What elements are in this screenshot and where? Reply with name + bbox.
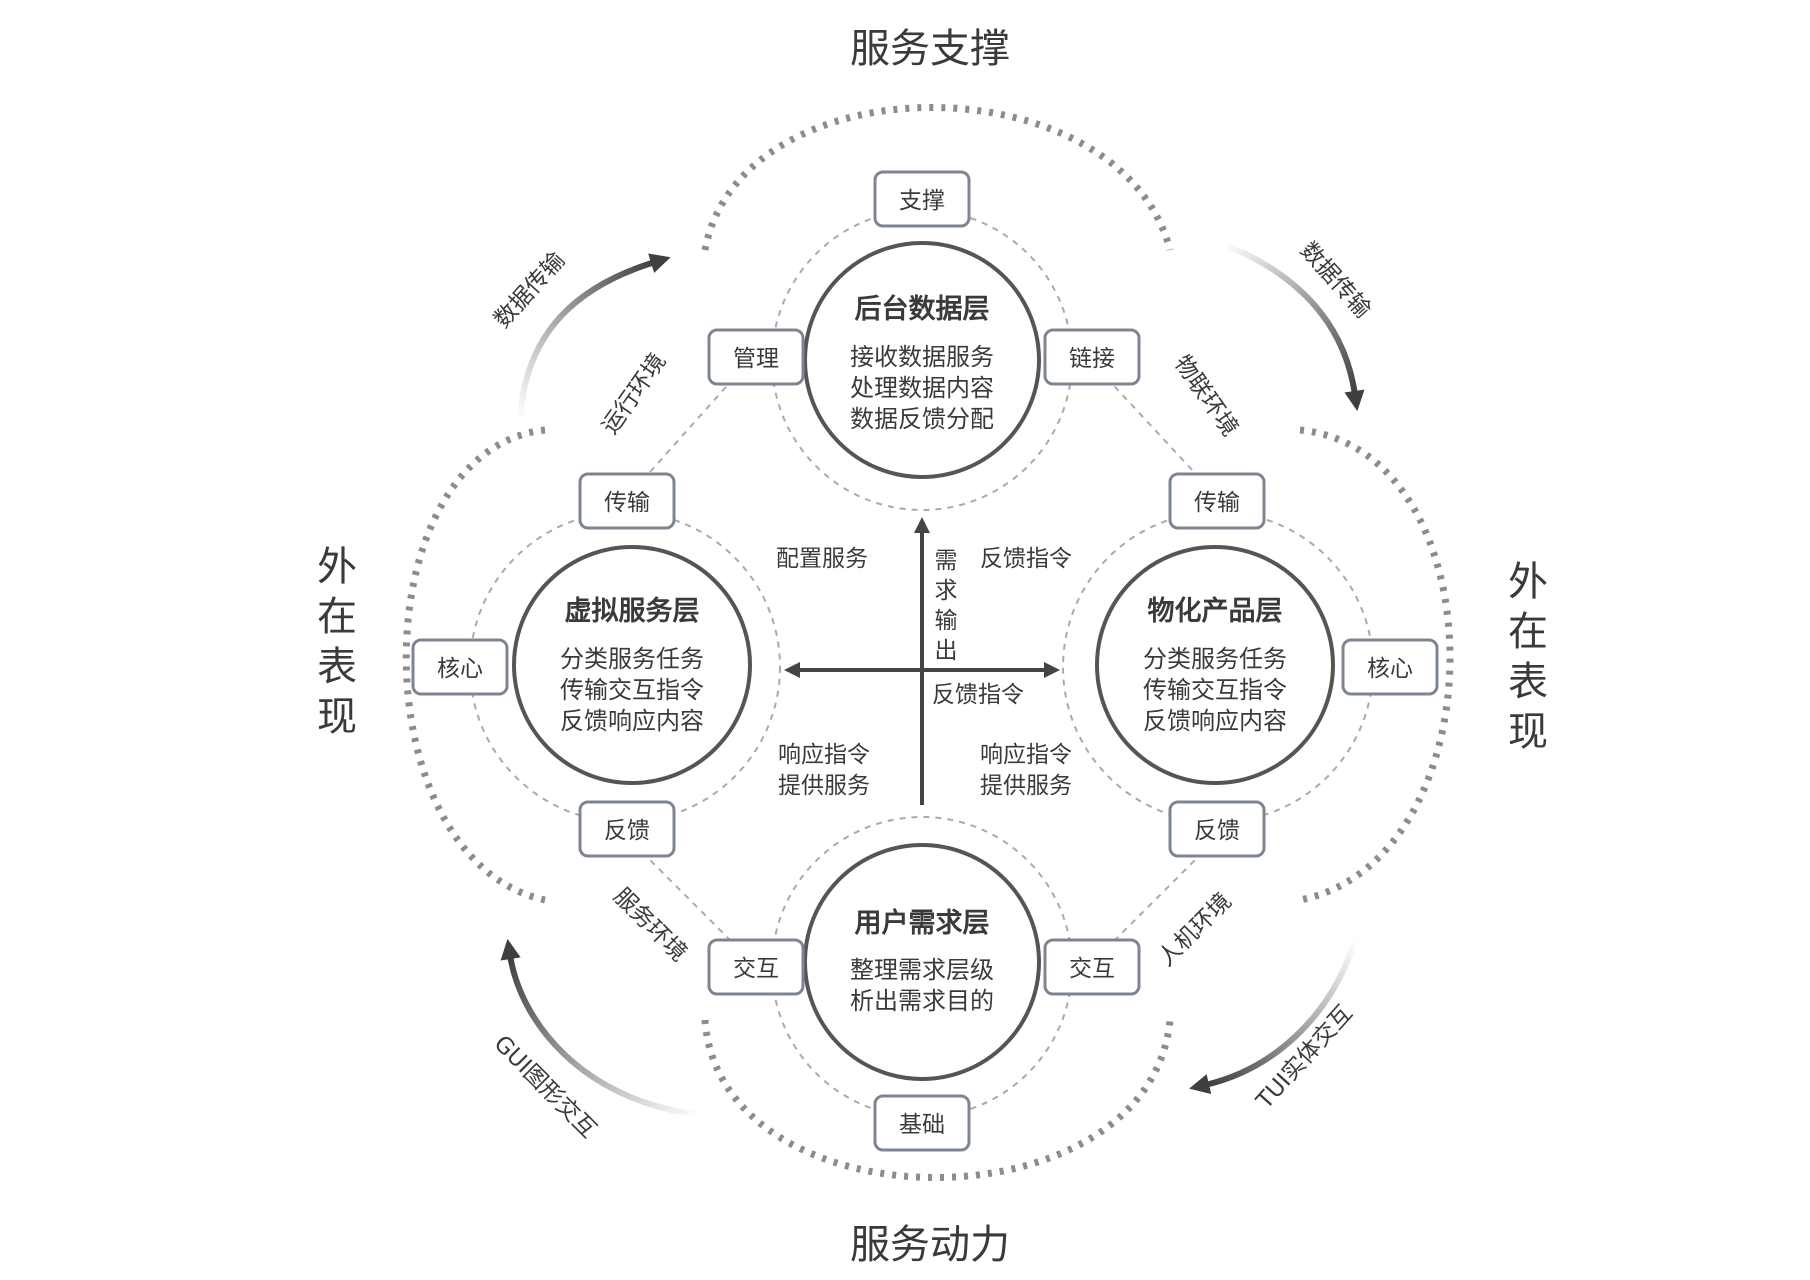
layer-right-title: 物化产品层 [1148, 596, 1283, 627]
outer-label-left: 外在表现 [317, 544, 357, 740]
tag-top-link: 链接 [1043, 328, 1141, 386]
outer-lobe-left [402, 426, 546, 904]
flow-arrow-bottom-left [500, 938, 701, 1118]
center-lower-left-2: 提供服务 [778, 773, 870, 799]
outer-label-bottom: 服务动力 [850, 1222, 1010, 1268]
env-lower-right: 人机环境 [1153, 888, 1236, 971]
tag-top-support-label: 支撑 [899, 188, 945, 214]
layer-bottom: 用户需求层 整理需求层级 析出需求目的 [803, 843, 1041, 1081]
tag-right-feedback-label: 反馈 [1194, 818, 1240, 844]
outer-lobe-top [701, 104, 1174, 251]
tag-bottom-interact-right-label: 交互 [1069, 956, 1115, 982]
layer-right: 物化产品层 分类服务任务 传输交互指令 反馈响应内容 [1095, 545, 1335, 785]
tag-right-transfer-label: 传输 [1194, 490, 1240, 516]
layer-top: 后台数据层 接收数据服务 处理数据内容 数据反馈分配 [803, 241, 1041, 479]
flow-arrow-bottom-right [1189, 939, 1358, 1095]
layer-right-line-2: 传输交互指令 [1143, 676, 1287, 704]
tag-top-link-label: 链接 [1069, 346, 1115, 372]
flow-arrow-top-left [517, 253, 671, 421]
core-circle-left [512, 545, 752, 785]
layer-left: 虚拟服务层 分类服务任务 传输交互指令 反馈响应内容 [512, 545, 752, 785]
flow-arrow-top-right [1223, 242, 1365, 412]
tag-top-manage: 管理 [707, 328, 805, 386]
env-upper-right: 物联环境 [1169, 351, 1243, 441]
flow-arrows [500, 242, 1365, 1118]
flow-label-bottom-left: GUI图形交互 [489, 1031, 602, 1144]
tag-left-core: 核心 [411, 638, 509, 696]
tag-bottom-foundation: 基础 [873, 1094, 971, 1152]
outer-lobes [402, 104, 1454, 1181]
center-vertical: 需求输出 [935, 548, 958, 664]
outer-labels: 服务支撑 服务动力 外在表现 外在表现 [317, 26, 1548, 1268]
tag-left-transfer-label: 传输 [604, 490, 650, 516]
layer-bottom-title: 用户需求层 [855, 907, 990, 939]
env-upper-left: 运行环境 [597, 349, 671, 439]
tag-left-transfer: 传输 [578, 472, 676, 530]
layer-left-line-1: 分类服务任务 [560, 645, 704, 673]
center-lower-right-2: 提供服务 [980, 773, 1072, 799]
tag-bottom-foundation-label: 基础 [899, 1112, 945, 1138]
layer-left-line-3: 反馈响应内容 [560, 707, 704, 735]
outer-label-top: 服务支撑 [850, 26, 1010, 72]
layer-bottom-line-2: 析出需求目的 [850, 987, 994, 1015]
tags: 支撑 管理 链接 传输 核心 反馈 传输 核心 [411, 170, 1439, 1152]
tag-left-feedback-label: 反馈 [604, 818, 650, 844]
tag-right-transfer: 传输 [1168, 472, 1266, 530]
layer-bottom-line-1: 整理需求层级 [850, 956, 994, 984]
core-circle-bottom [803, 843, 1041, 1081]
tag-left-core-label: 核心 [437, 656, 483, 682]
tag-top-manage-label: 管理 [733, 346, 779, 372]
layer-top-title: 后台数据层 [855, 293, 990, 325]
center-right-axis: 反馈指令 [932, 682, 1024, 708]
outer-lobe-bottom [701, 1019, 1174, 1181]
env-lower-left: 服务环境 [608, 883, 691, 966]
center-upper-left: 配置服务 [776, 546, 868, 572]
tag-top-support: 支撑 [873, 170, 971, 228]
outer-label-right: 外在表现 [1508, 559, 1548, 755]
core-circle-right [1095, 545, 1335, 785]
layer-left-title: 虚拟服务层 [565, 596, 700, 627]
tag-right-core-label: 核心 [1367, 656, 1413, 682]
center-lower-left-1: 响应指令 [778, 742, 870, 768]
center-axis [784, 517, 1060, 805]
tag-right-core: 核心 [1341, 638, 1439, 696]
center-upper-right: 反馈指令 [980, 546, 1072, 572]
layer-top-line-2: 处理数据内容 [850, 374, 994, 402]
layer-right-line-1: 分类服务任务 [1143, 645, 1287, 673]
layer-top-line-3: 数据反馈分配 [850, 405, 994, 433]
layer-right-line-3: 反馈响应内容 [1143, 707, 1287, 735]
tag-bottom-interact-left: 交互 [707, 938, 805, 996]
flow-label-top-right: 数据传输 [1295, 237, 1376, 323]
layer-top-line-1: 接收数据服务 [850, 343, 994, 371]
tag-right-feedback: 反馈 [1168, 800, 1266, 858]
tag-left-feedback: 反馈 [578, 800, 676, 858]
layer-left-line-2: 传输交互指令 [560, 676, 704, 704]
tag-bottom-interact-left-label: 交互 [733, 956, 779, 982]
tag-bottom-interact-right: 交互 [1043, 938, 1141, 996]
core-circle-top [803, 241, 1041, 479]
center-labels: 配置服务 反馈指令 需求输出 反馈指令 响应指令 提供服务 响应指令 提供服务 [776, 546, 1072, 799]
center-lower-right-1: 响应指令 [980, 742, 1072, 768]
